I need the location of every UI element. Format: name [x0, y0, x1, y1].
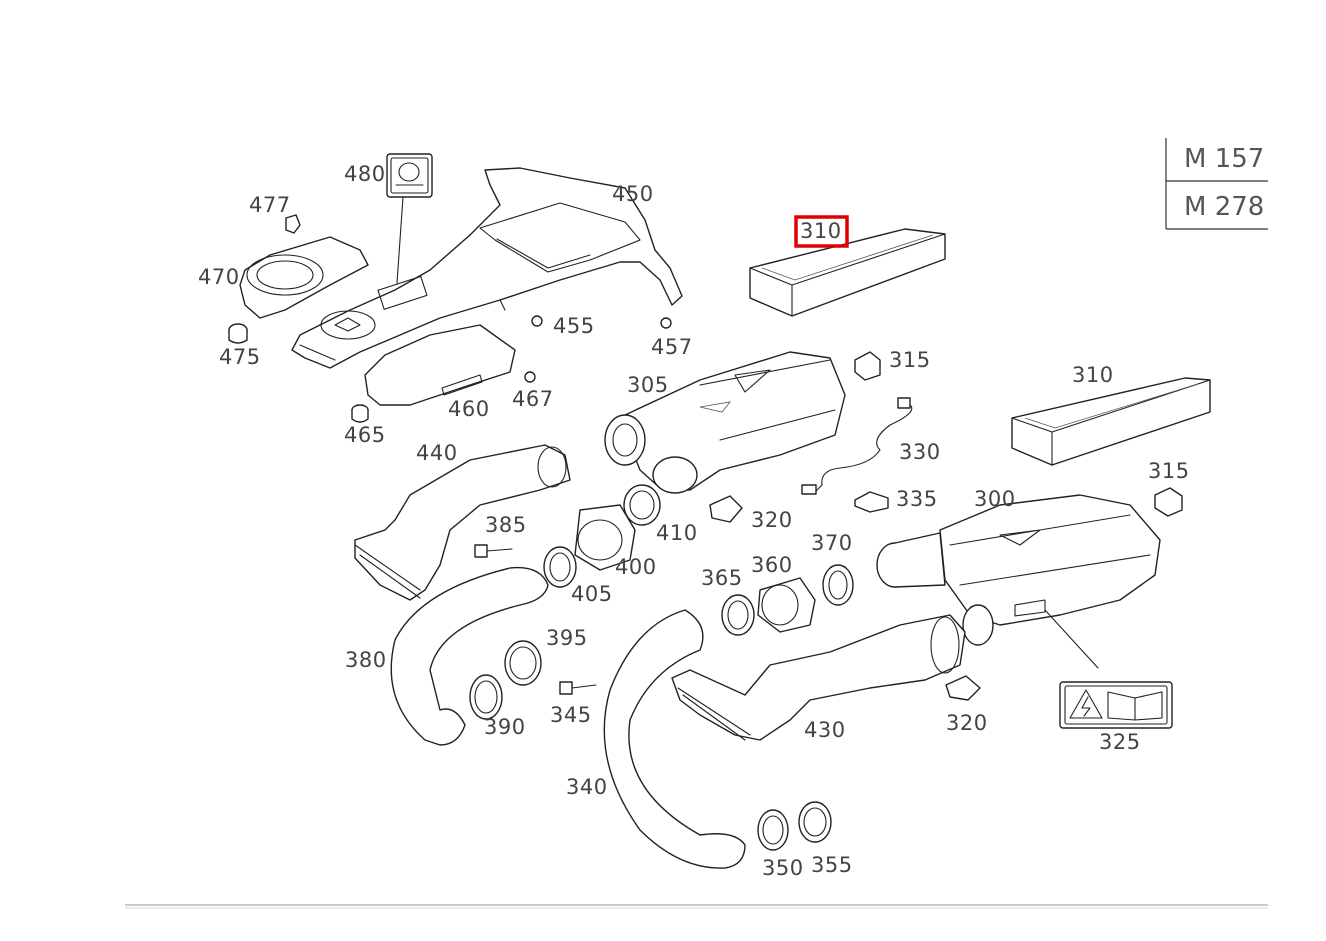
- label-315[interactable]: 315: [889, 348, 931, 372]
- part-clips: [709, 491, 981, 701]
- label-360[interactable]: 360: [751, 553, 793, 577]
- label-355[interactable]: 355: [811, 853, 853, 877]
- label-477[interactable]: 477: [249, 193, 291, 217]
- part-430-intake-duct: [671, 614, 966, 741]
- label-300[interactable]: 300: [974, 487, 1016, 511]
- label-410[interactable]: 410: [656, 521, 698, 545]
- label-305[interactable]: 305: [627, 373, 669, 397]
- label-430[interactable]: 430: [804, 718, 846, 742]
- part-310-filter-upper: [749, 228, 946, 317]
- label-455[interactable]: 455: [553, 314, 595, 338]
- label-395[interactable]: 395: [546, 626, 588, 650]
- part-470-cup-holder: [239, 236, 369, 319]
- label-345[interactable]: 345: [550, 703, 592, 727]
- label-320[interactable]: 320: [751, 508, 793, 532]
- part-460-cover: [364, 324, 516, 406]
- label-380[interactable]: 380: [345, 648, 387, 672]
- label-350[interactable]: 350: [762, 856, 804, 880]
- label-405[interactable]: 405: [571, 582, 613, 606]
- part-labels: 480 477 470 475 450 455 457 460 467 465 …: [198, 162, 1190, 880]
- label-330[interactable]: 330: [899, 440, 941, 464]
- part-315-sensors: [854, 351, 1183, 517]
- label-475[interactable]: 475: [219, 345, 261, 369]
- part-325-warning-label: [1059, 681, 1173, 729]
- label-450[interactable]: 450: [612, 182, 654, 206]
- part-310-filter-right: [1011, 377, 1211, 466]
- label-480[interactable]: 480: [344, 162, 386, 186]
- label-440[interactable]: 440: [416, 441, 458, 465]
- part-360-365-370: [721, 564, 854, 636]
- small-fasteners: [228, 214, 672, 423]
- part-300-filter-housing: [876, 494, 1161, 669]
- part-440-intake-duct: [354, 444, 571, 601]
- label-465[interactable]: 465: [344, 423, 386, 447]
- label-340[interactable]: 340: [566, 775, 608, 799]
- label-365[interactable]: 365: [701, 566, 743, 590]
- label-310[interactable]: 310: [1072, 363, 1114, 387]
- engine-code-table: M 157 M 278: [1165, 138, 1268, 230]
- part-350-355-clamps: [757, 801, 832, 851]
- label-315-right[interactable]: 315: [1148, 459, 1190, 483]
- label-325[interactable]: 325: [1099, 730, 1141, 754]
- part-390-395-clamps: [469, 640, 542, 720]
- label-467[interactable]: 467: [512, 387, 554, 411]
- label-320-lower[interactable]: 320: [946, 711, 988, 735]
- label-310-highlighted[interactable]: 310: [800, 219, 842, 243]
- label-457[interactable]: 457: [651, 335, 693, 359]
- label-400[interactable]: 400: [615, 555, 657, 579]
- part-340-hose: [603, 609, 746, 869]
- label-390[interactable]: 390: [484, 715, 526, 739]
- part-400-410-405: [543, 484, 661, 588]
- bolts: [474, 544, 597, 695]
- part-480-emblem: [386, 153, 433, 284]
- label-385[interactable]: 385: [485, 513, 527, 537]
- engine-code-2: M 278: [1184, 192, 1264, 222]
- part-330-cable: [801, 397, 913, 495]
- engine-code-1: M 157: [1184, 144, 1264, 174]
- label-335[interactable]: 335: [896, 487, 938, 511]
- part-450-console-cover: [291, 167, 683, 369]
- label-470[interactable]: 470: [198, 265, 240, 289]
- highlight-310-box: [794, 215, 849, 248]
- label-460[interactable]: 460: [448, 397, 490, 421]
- part-305-filter-housing: [604, 351, 846, 494]
- part-380-hose: [390, 566, 549, 746]
- label-370[interactable]: 370: [811, 531, 853, 555]
